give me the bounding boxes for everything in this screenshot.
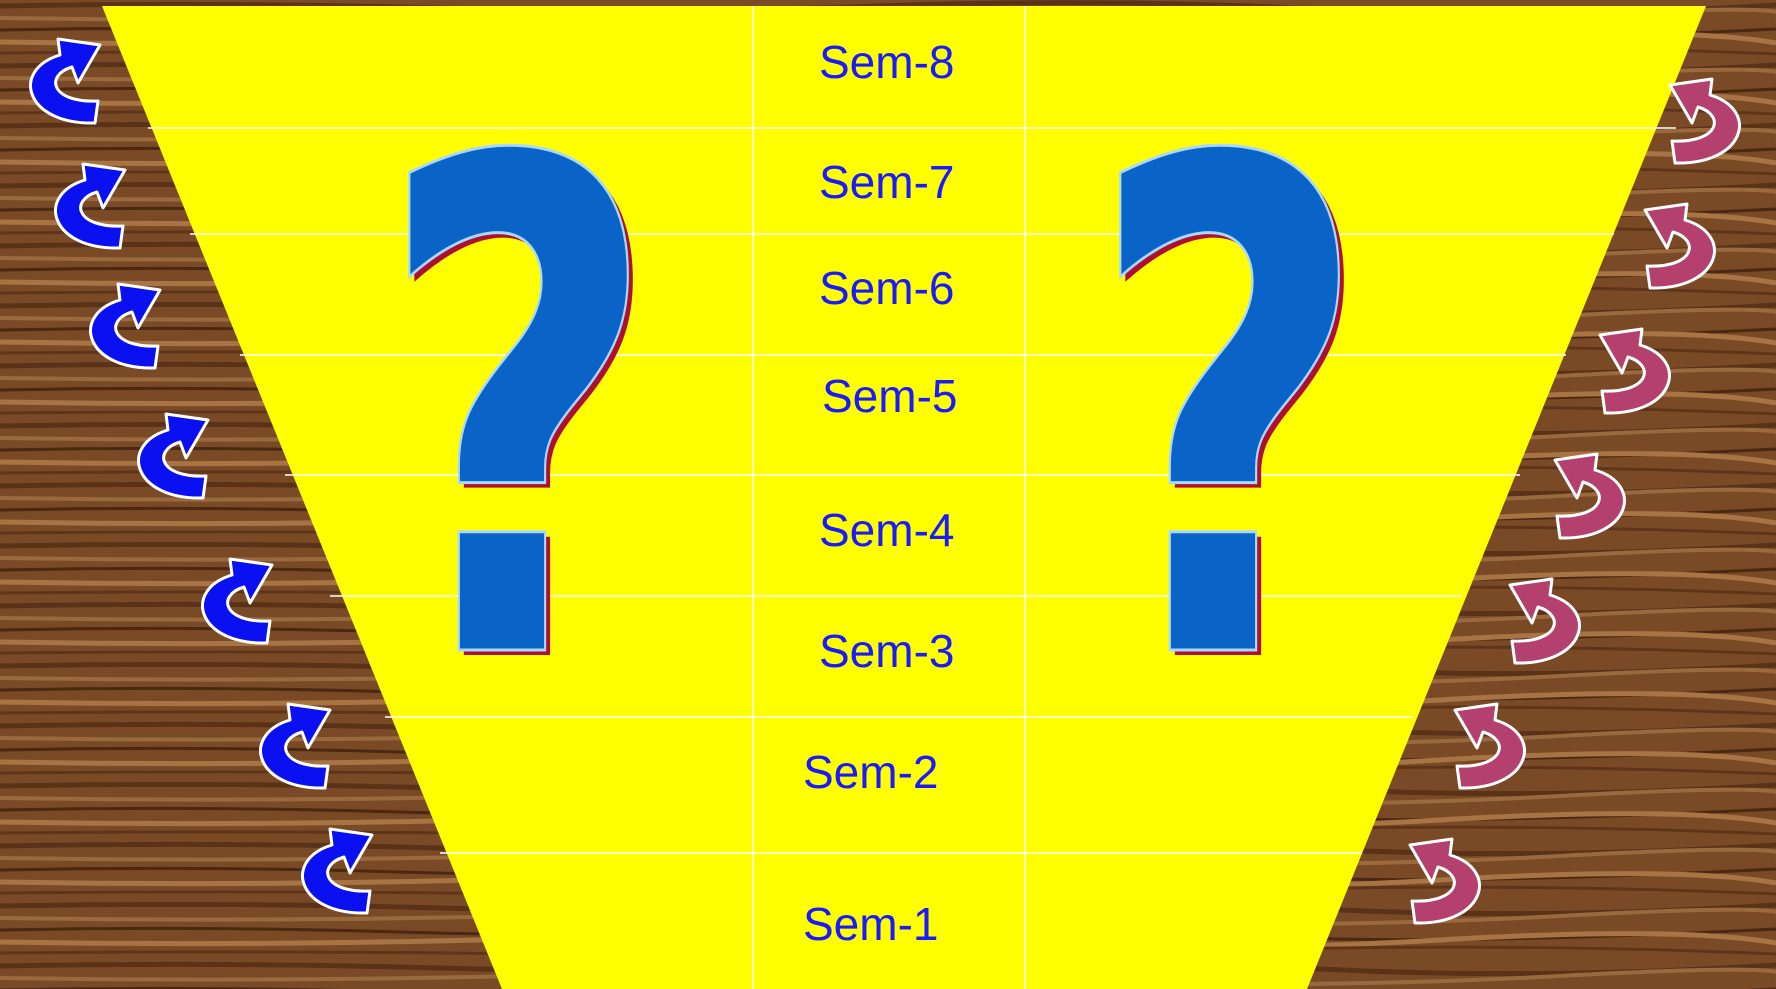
question-mark-right-icon: ? ? [1087, 19, 1376, 816]
semester-label-5: Sem-5 [822, 370, 957, 422]
semester-label-1: Sem-1 [803, 898, 938, 950]
semester-label-4: Sem-4 [819, 504, 954, 556]
semester-label-6: Sem-6 [819, 262, 954, 314]
semester-label-2: Sem-2 [803, 746, 938, 798]
semester-label-8: Sem-8 [819, 36, 954, 88]
semester-label-3: Sem-3 [819, 625, 954, 677]
svg-text:?: ? [1087, 19, 1371, 811]
question-mark-left-icon: ? ? [376, 19, 665, 816]
svg-text:?: ? [376, 19, 660, 811]
semester-label-7: Sem-7 [819, 156, 954, 208]
